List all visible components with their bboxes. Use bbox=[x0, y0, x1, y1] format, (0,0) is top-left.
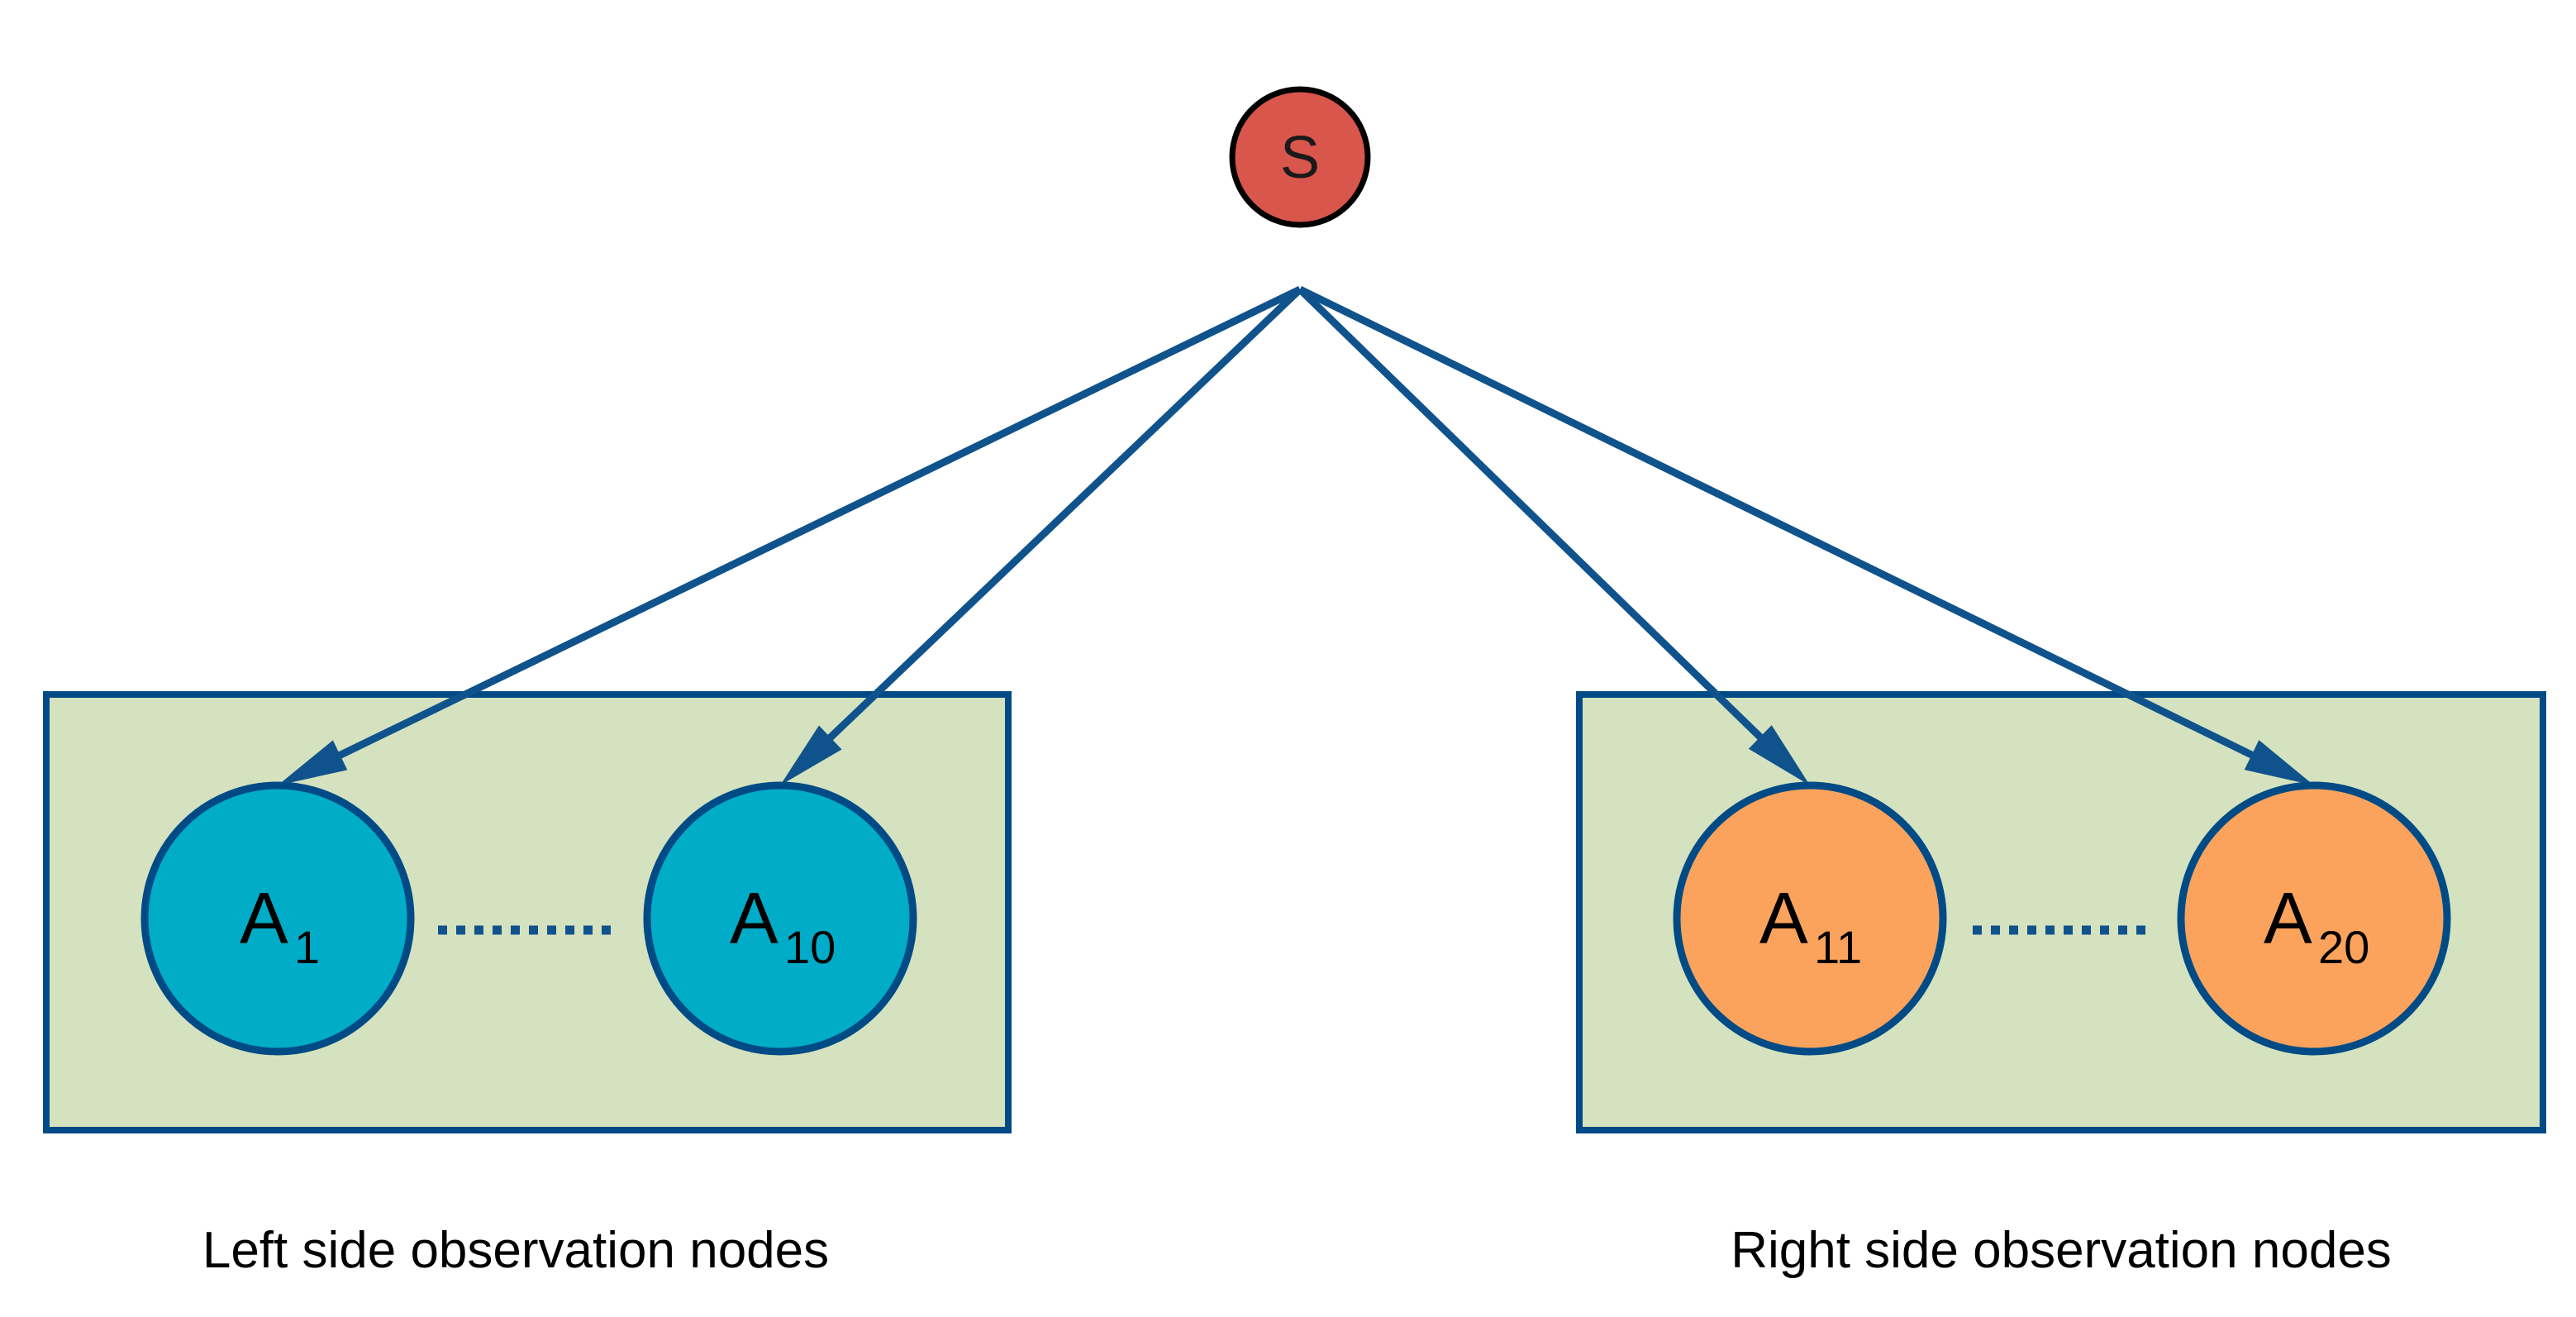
node-a10-circle[interactable] bbox=[643, 781, 917, 1056]
node-a11-label-subscript: 11 bbox=[1814, 921, 1862, 973]
node-a1-label-subscript: 1 bbox=[294, 921, 320, 973]
node-a1-label: A bbox=[240, 877, 288, 959]
node-a1-circle[interactable] bbox=[140, 781, 415, 1056]
node-a20-label-subscript: 20 bbox=[2318, 921, 2369, 973]
source-node-label: S bbox=[1280, 125, 1320, 191]
node-a11-label: A bbox=[1759, 877, 1808, 959]
source-node[interactable]: S bbox=[1229, 86, 1371, 228]
node-a20-circle[interactable] bbox=[2177, 781, 2451, 1056]
source-node-circle[interactable] bbox=[1229, 86, 1371, 228]
edge-s-to-a10-line bbox=[821, 286, 1303, 747]
edge-s-to-a1-line bbox=[331, 285, 1302, 762]
group-boxes bbox=[43, 691, 2546, 1133]
edge-s-to-a1-arrowhead bbox=[278, 740, 348, 785]
edge-s-to-a20-arrowhead bbox=[2244, 740, 2314, 785]
right-group-caption: Right side observation nodes bbox=[1731, 1222, 2392, 1279]
edges-layer bbox=[278, 285, 2314, 785]
edge-s-to-a11-line bbox=[1297, 286, 1769, 746]
node-a10-label-subscript: 10 bbox=[784, 921, 836, 973]
node-a10-label: A bbox=[730, 877, 779, 959]
edge-s-to-a20-line bbox=[1298, 285, 2261, 762]
left-group-caption: Left side observation nodes bbox=[202, 1222, 829, 1279]
edge-s-to-a10-arrowhead bbox=[780, 725, 842, 785]
node-a11-circle[interactable] bbox=[1673, 781, 1947, 1056]
node-a20-label: A bbox=[2264, 877, 2312, 959]
group-captions: Left side observation nodes Right side o… bbox=[202, 1222, 2392, 1279]
edge-s-to-a11-arrowhead bbox=[1748, 725, 1810, 785]
